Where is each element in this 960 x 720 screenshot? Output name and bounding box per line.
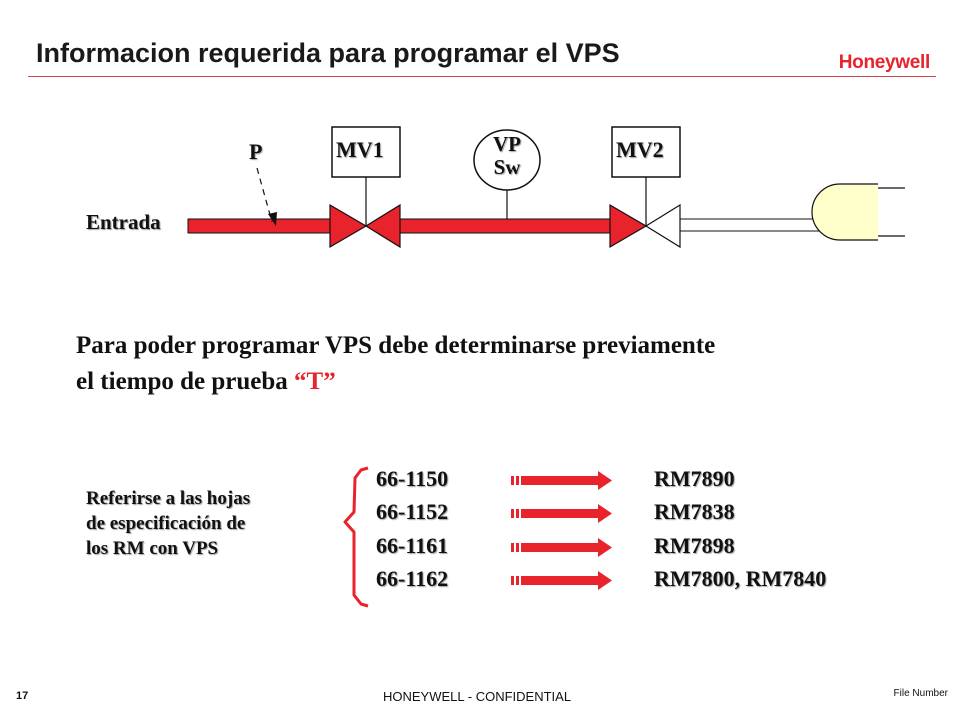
confidential-notice: HONEYWELL - CONFIDENTIAL <box>383 689 572 704</box>
inlet-label: Entrada <box>86 210 161 234</box>
valve-mv1-label: MV1 <box>336 137 384 162</box>
pressure-pointer-icon <box>256 167 277 226</box>
reference-line-1: Referirse a las hojas <box>86 488 251 509</box>
rm-model: RM7800, RM7840 <box>654 566 827 591</box>
vp-switch-icon <box>473 129 541 219</box>
vp-switch-label-line1: VP <box>493 132 521 156</box>
reference-line-3: los RM con VPS <box>86 538 219 559</box>
test-time-paragraph: Para poder programar VPS debe determinar… <box>76 328 715 400</box>
spec-sheet-code: 66-1150 <box>376 466 449 491</box>
paragraph-line-1: Para poder programar VPS debe determinar… <box>76 332 716 359</box>
rm-model: RM7890 <box>654 466 735 491</box>
page-title: Informacion requerida para programar el … <box>36 38 620 68</box>
middle-pipe <box>399 218 611 234</box>
reference-line-2: de especificación de <box>86 513 246 534</box>
valve-mv2-label: MV2 <box>616 137 664 162</box>
rm-model: RM7838 <box>654 499 735 524</box>
inlet-pipe <box>187 218 331 234</box>
bracket-icon <box>343 466 369 608</box>
page-number: 17 <box>16 690 29 702</box>
reference-note: Referirse a las hojas de especificación … <box>86 486 250 561</box>
arrow-icon-2 <box>511 504 612 523</box>
rm-model: RM7898 <box>654 533 735 558</box>
test-time-symbol: “T” <box>294 368 336 395</box>
vp-switch-label: VP Sw <box>484 133 530 179</box>
arrow-icon-3 <box>511 538 612 557</box>
valve-mv2-icon <box>609 126 681 249</box>
spec-sheet-code: 66-1162 <box>376 566 449 591</box>
file-number: File Number <box>893 688 948 699</box>
spec-sheet-code: 66-1161 <box>376 533 449 558</box>
paragraph-line-2-text: el tiempo de prueba <box>76 368 295 395</box>
header-divider <box>28 76 936 77</box>
spec-sheet-code: 66-1152 <box>376 499 449 524</box>
pressure-label: P <box>249 139 263 164</box>
valve-mv1-icon <box>329 126 401 249</box>
outlet-pipe <box>679 218 821 232</box>
paragraph-line-2: el tiempo de prueba “T” <box>76 364 715 400</box>
honeywell-logo: Honeywell <box>838 52 931 73</box>
burner-icon <box>811 183 905 241</box>
arrow-icon-1 <box>511 471 612 490</box>
arrow-icon-4 <box>511 571 612 590</box>
vp-switch-label-line2: Sw <box>493 155 521 179</box>
